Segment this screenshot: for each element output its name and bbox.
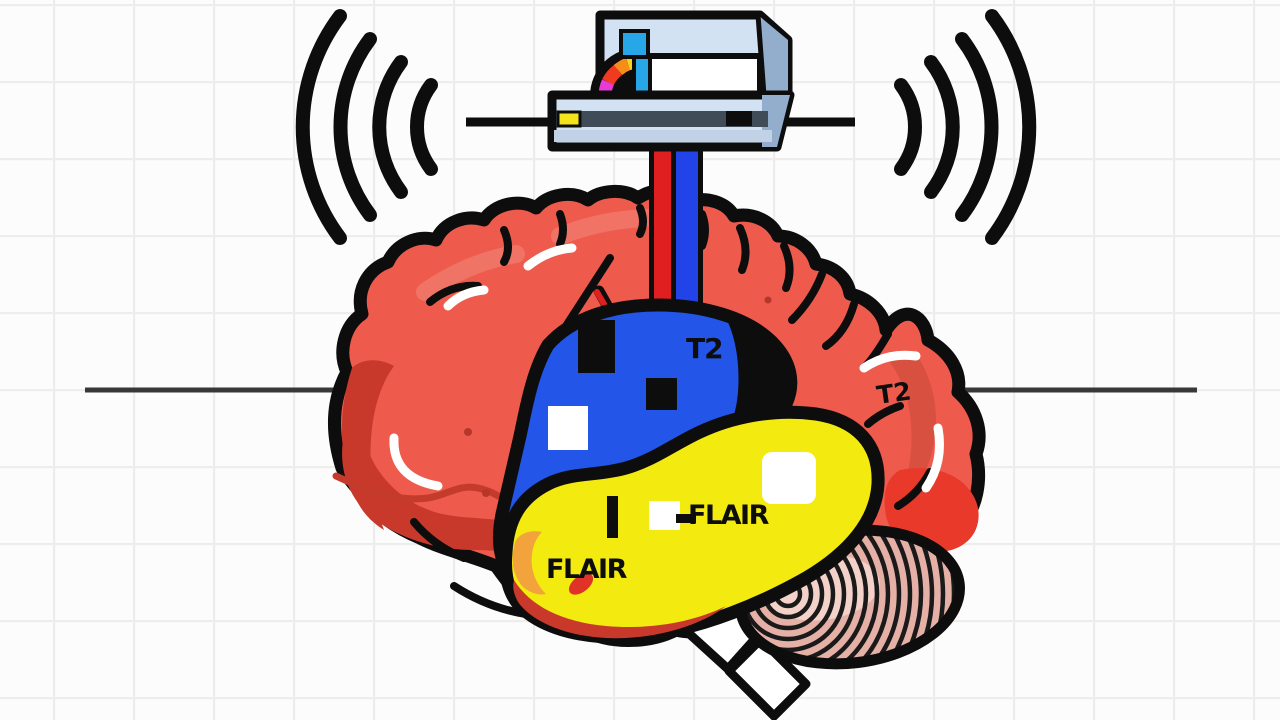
cerebellum-hatch-line [732,518,902,676]
cerebellum-hatch-line [732,518,946,676]
t2-black-square [646,378,677,410]
flair-shadow-band [513,580,726,639]
brain-white-highlights [389,243,944,493]
t2-annotation-label: T2 [875,376,913,410]
flair-orange-crescent [512,531,546,595]
flair-label-left: FLAIR [546,554,628,585]
device-black-chip [726,111,752,126]
flair-red-spot [568,573,594,595]
device-yellow-chip [556,110,582,128]
brain-dots [464,296,772,497]
radio-waves-left-icon [295,9,438,245]
device-base-shade [554,130,772,142]
cerebellum-hatch-line [732,518,891,676]
t2-black-rect [578,320,615,373]
flair-label-right: FLAIR [688,500,770,531]
device-cyan-square [619,29,650,59]
radio-waves-right-icon [894,9,1037,245]
flair-region-blob: FLAIR FLAIR [499,405,885,644]
blue-cable [676,142,698,332]
cerebellum-hatch-line [732,518,935,676]
scanner-device-icon [547,10,795,152]
device-slot [556,111,768,127]
flair-label-dash [676,514,696,523]
device-white-panel [645,53,763,99]
flair-white-square-large [762,452,816,504]
cerebellum-hatch-line [732,518,880,676]
cerebellum-hatch-line [732,518,924,676]
red-cable [654,142,671,332]
cerebellum-hatch-line [732,518,913,676]
flair-black-bar [607,496,618,538]
flair-white-square-small [649,501,680,530]
device-cyan-bar [632,54,652,98]
t2-region-label: T2 [686,332,723,365]
device-top-side-face [758,15,788,95]
t2-white-square [548,406,588,450]
